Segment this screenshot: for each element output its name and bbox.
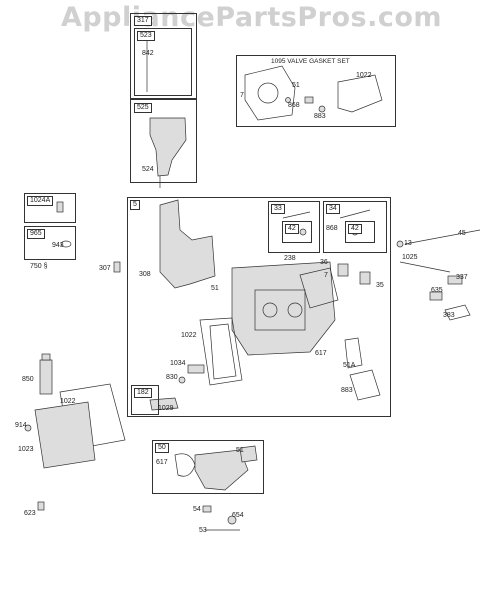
part-label-337: 337 [456,274,468,281]
valve-cover-part [24,383,126,469]
box-42a-tag: 42 [285,224,299,234]
part-label-842: 842 [142,50,154,57]
box-317-tag: 317 [134,16,152,26]
small-parts-center [149,364,205,411]
box-33-tag: 33 [271,204,285,214]
part-label-7: 7 [240,92,244,99]
part-label-308: 308 [139,271,151,278]
part-label-1029: 1029 [158,405,174,412]
part-label-307: 307 [99,265,111,272]
part-label-7b: 7 [324,272,328,279]
gasket-set-parts [244,65,383,121]
exhaust-gaskets [344,337,381,401]
part-label-45: 45 [458,230,466,237]
part-label-868: 868 [288,102,300,109]
part-label-1023: 1023 [18,446,34,453]
box-523: 523 [134,28,192,96]
part-label-13: 13 [404,240,412,247]
box-50-tag: 50 [155,443,169,453]
box-34: 34 [323,201,387,253]
part-label-51b: 51 [211,285,219,292]
watermark: AppliancePartsPros.com [60,2,443,33]
box-182-tag: 182 [134,388,152,398]
part-label-35: 35 [376,282,384,289]
right-side-parts [396,229,481,321]
part-label-1022b: 1022 [181,332,197,339]
box-965-tag: 965 [27,229,45,239]
part-label-524: 524 [142,166,154,173]
part-label-1022c: 1022 [60,398,76,405]
part-label-36: 36 [320,259,328,266]
box-965: 965 [24,226,76,260]
part-label-617b: 617 [156,459,168,466]
box-525: 525 [130,98,197,183]
part-label-54: 54 [193,506,201,513]
box-34-tag: 34 [326,204,340,214]
air-guide-part [159,199,216,289]
sealant-tube-part [39,353,53,395]
part-label-883b: 883 [341,387,353,394]
box-42a: 42 [282,221,312,243]
part-label-1025: 1025 [402,254,418,261]
box-1024a-tag: 1024A [27,196,54,206]
box-42b-tag: 42 [348,224,362,234]
part-label-750: 750 § [30,263,48,270]
intake-manifold-part [174,445,258,491]
box-523-tag: 523 [137,31,155,41]
part-label-617: 617 [315,350,327,357]
part-label-883: 883 [314,113,326,120]
small-parts-bottom [37,501,240,531]
head-gasket-part [199,317,243,386]
part-label-1022: 1022 [356,72,372,79]
part-label-51c: 51 [236,447,244,454]
box-42b: 42 [345,221,375,243]
part-label-1034: 1034 [170,360,186,367]
box-525-tag: 525 [134,103,152,113]
part-label-623: 623 [24,510,36,517]
part-label-635: 635 [431,287,443,294]
box-182: 182 [131,385,159,415]
part-label-654: 654 [232,512,244,519]
box-317: 317 [130,13,197,100]
cylinder-head-part [231,261,339,356]
box-valve-gasket-set: 1095 VALVE GASKET SET [236,55,396,127]
box-1024a: 1024A [24,193,76,223]
part-label-830: 830 [166,374,178,381]
valve-gasket-set-title: 1095 VALVE GASKET SET [271,58,350,65]
part-label-51: 51 [292,82,300,89]
box-5: 5 [127,197,391,417]
part-label-53: 53 [199,527,207,534]
part-label-943: 943 [52,242,64,249]
box-5-tag: 5 [130,200,140,210]
part-label-51A: 51A [343,362,356,369]
box-50: 50 [152,440,264,494]
part-label-914: 914 [15,422,27,429]
valve-springs [337,263,371,285]
box-33: 33 [268,201,320,253]
part-label-383: 383 [443,312,455,319]
part-label-868b: 868 [326,225,338,232]
part-label-850: 850 [22,376,34,383]
part-label-238: 238 [284,255,296,262]
small-parts-left [56,201,121,273]
